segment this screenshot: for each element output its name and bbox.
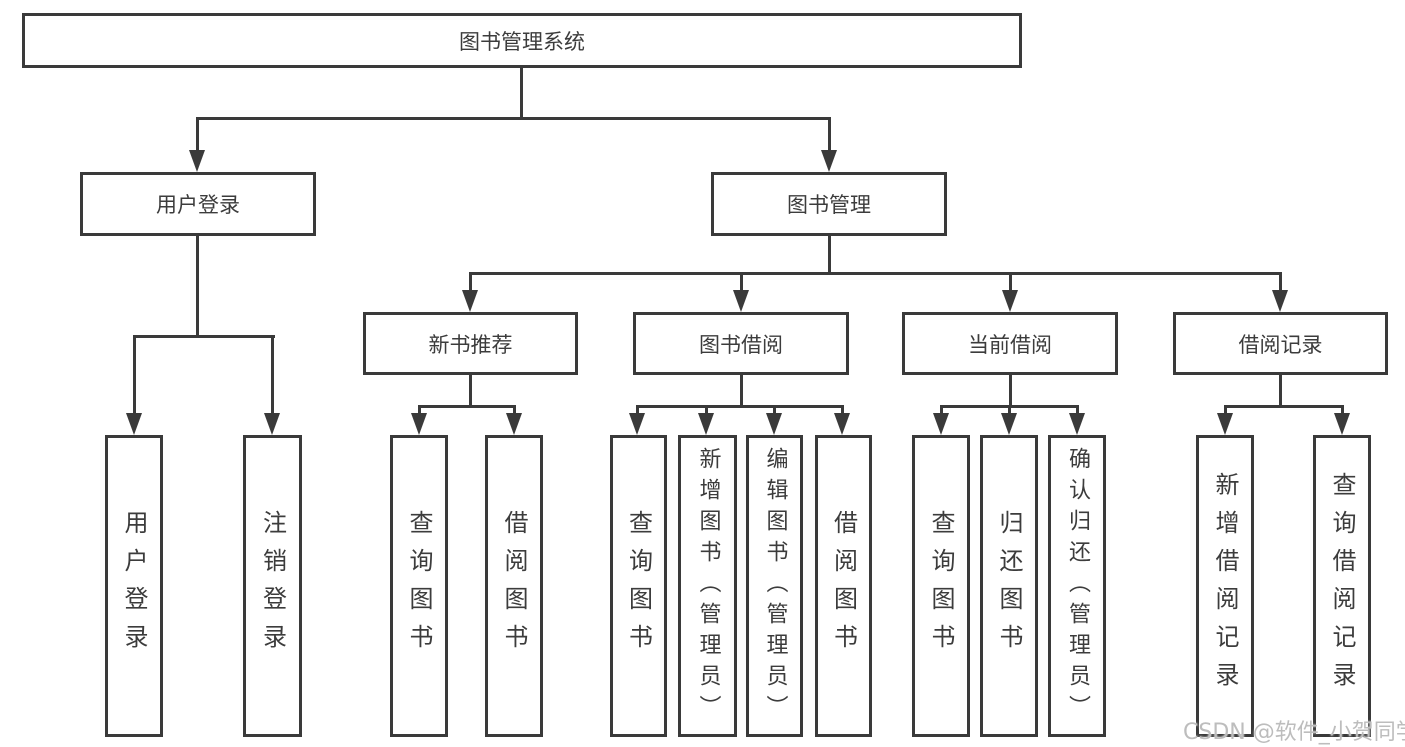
leaf-label: 借阅图书 [500, 510, 528, 662]
leaf-label: 用户登录 [120, 510, 148, 662]
node-label: 新书推荐 [428, 332, 513, 357]
connector-leaf-stem [1341, 405, 1344, 415]
node-library-system: 图书管理系统 [22, 13, 1022, 68]
arrowhead-to-return-books [1001, 413, 1017, 435]
leaf-return-books: 归还图书 [980, 435, 1038, 737]
leaf-user-login: 用户登录 [105, 435, 163, 737]
connector-leaf-stem [513, 405, 516, 415]
connector-root-bar [196, 117, 831, 120]
arrowhead-to-query-books-3 [933, 413, 949, 435]
leaf-borrow-books-recommend: 借阅图书 [485, 435, 543, 737]
node-new-book-recommend: 新书推荐 [363, 312, 578, 375]
leaf-query-books-recommend: 查询图书 [390, 435, 448, 737]
connector-current-stem [1009, 375, 1012, 405]
node-label: 图书借阅 [699, 332, 783, 357]
connector-book-mgmt-bar [469, 272, 1282, 275]
node-current-borrow: 当前借阅 [902, 312, 1118, 375]
connector-borrow-bar [636, 405, 844, 408]
connector-book-mgmt-stem [828, 236, 831, 272]
arrowhead-to-query-books-1 [411, 413, 427, 435]
connector-leaf-stem [773, 405, 776, 415]
connector-to-book-mgmt-stem [828, 117, 831, 153]
node-label: 借阅记录 [1238, 332, 1323, 357]
node-user-login: 用户登录 [80, 172, 316, 236]
connector-leaf-stem [636, 405, 639, 415]
csdn-watermark: CSDN @软件_小贺同学 [1183, 720, 1405, 745]
arrowhead-to-borrow-books-1 [506, 413, 522, 435]
connector-leaf-stem [1224, 405, 1227, 415]
arrowhead-to-query-books-2 [629, 413, 645, 435]
arrowhead-to-user-login [189, 150, 205, 172]
connector-leaf-stem [418, 405, 421, 415]
connector-root-stem [520, 68, 523, 117]
leaf-confirm-return-admin: 确认归还（管理员） [1048, 435, 1106, 737]
leaf-query-borrow-record: 查询借阅记录 [1313, 435, 1371, 737]
leaf-add-borrow-record: 新增借阅记录 [1196, 435, 1254, 737]
connector-to-current-stem [1009, 272, 1012, 292]
arrowhead-to-borrow-books-2 [834, 413, 850, 435]
leaf-label: 归还图书 [995, 510, 1023, 662]
connector-leaf-stem [705, 405, 708, 415]
leaf-label: 查询借阅记录 [1328, 472, 1356, 700]
arrowhead-to-add-books [698, 413, 714, 435]
connector-to-user-login-stem [196, 117, 199, 153]
leaf-label: 新增图书（管理员） [695, 446, 721, 726]
leaf-logout: 注销登录 [243, 435, 302, 737]
connector-leaf-stem [1076, 405, 1079, 415]
leaf-label: 注销登录 [258, 510, 287, 662]
leaf-add-books-admin: 新增图书（管理员） [678, 435, 737, 737]
connector-to-recommend-stem [469, 272, 472, 292]
arrowhead-to-query-record [1334, 413, 1350, 435]
connector-borrow-stem [740, 375, 743, 405]
arrowhead-to-borrow [733, 290, 749, 312]
arrowhead-to-records [1272, 290, 1288, 312]
connector-records-bar [1224, 405, 1344, 408]
connector-user-login-bar [133, 335, 275, 338]
arrowhead-to-edit-books [766, 413, 782, 435]
leaf-label: 借阅图书 [829, 510, 858, 662]
arrowhead-to-recommend [462, 290, 478, 312]
leaf-label: 确认归还（管理员） [1065, 446, 1090, 726]
connector-leaf-stem [1008, 405, 1011, 415]
leaf-label: 查询图书 [927, 510, 955, 662]
arrowhead-to-leaf-logout [264, 413, 280, 435]
connector-to-leaf-login-stem [133, 335, 136, 415]
node-label: 当前借阅 [968, 332, 1052, 357]
node-book-borrow: 图书借阅 [633, 312, 849, 375]
connector-recommend-bar [418, 405, 516, 408]
leaf-borrow-books-borrow: 借阅图书 [815, 435, 872, 737]
connector-to-records-stem [1279, 272, 1282, 292]
connector-leaf-stem [841, 405, 844, 415]
leaf-label: 查询图书 [624, 510, 653, 662]
node-label: 用户登录 [156, 193, 240, 217]
arrowhead-to-book-mgmt [821, 150, 837, 172]
connector-recommend-stem [469, 375, 472, 405]
arrowhead-to-confirm-return [1069, 413, 1085, 435]
node-borrow-records: 借阅记录 [1173, 312, 1388, 375]
leaf-label: 编辑图书（管理员） [762, 446, 788, 726]
connector-to-borrow-stem [740, 272, 743, 292]
connector-records-stem [1279, 375, 1282, 405]
leaf-edit-books-admin: 编辑图书（管理员） [746, 435, 803, 737]
connector-leaf-stem [940, 405, 943, 415]
node-label: 图书管理 [787, 193, 871, 217]
node-label: 图书管理系统 [459, 29, 585, 54]
node-book-management: 图书管理 [711, 172, 947, 236]
connector-user-login-stem [196, 236, 199, 335]
arrowhead-to-current [1002, 290, 1018, 312]
leaf-label: 新增借阅记录 [1211, 472, 1239, 700]
arrowhead-to-leaf-login [126, 413, 142, 435]
arrowhead-to-add-record [1217, 413, 1233, 435]
leaf-query-books-current: 查询图书 [912, 435, 970, 737]
leaf-label: 查询图书 [405, 510, 433, 662]
leaf-query-books-borrow: 查询图书 [610, 435, 667, 737]
connector-to-leaf-logout-stem [271, 335, 274, 415]
